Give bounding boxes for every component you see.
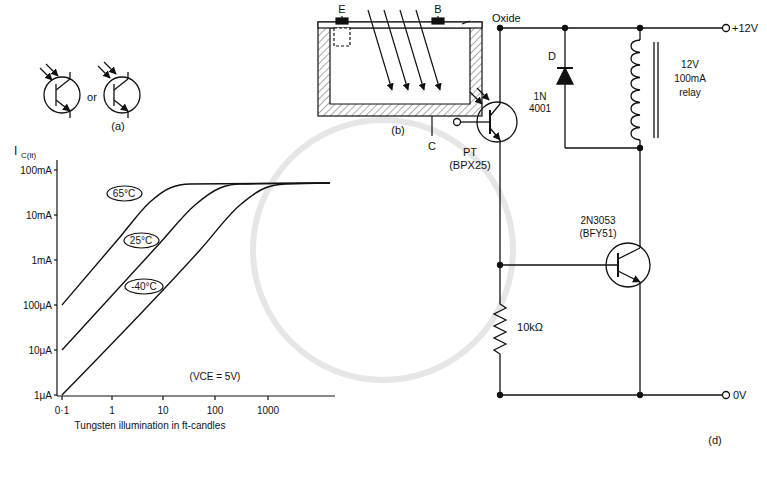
temperature-tag: 25°C [123, 232, 160, 249]
terminal-name: C [428, 140, 436, 152]
tick-label: 100μA [23, 300, 52, 311]
figure-letter: (d) [708, 434, 721, 446]
oval-shape [124, 233, 159, 248]
temperature-text: -40°C [124, 278, 164, 292]
supply-label: +12V [732, 22, 758, 34]
temperature-tag: 65°C [106, 185, 143, 202]
relay-circuit [454, 25, 730, 399]
tick-label: 10mA [26, 210, 52, 221]
response-curve [62, 183, 330, 395]
or-text: or [87, 91, 97, 103]
figure-letter: (a) [111, 120, 124, 132]
tick-label: 100mA [20, 165, 52, 176]
figure-letter: (b) [391, 124, 404, 136]
device-structure [318, 10, 482, 136]
axis-title: I [14, 145, 17, 158]
component-name: D [548, 50, 556, 62]
tick-label: 10 [157, 405, 168, 416]
condition-note: (VCE = 5V) [190, 371, 241, 382]
watermark-seal [253, 120, 513, 380]
graph-axes [54, 160, 335, 400]
tick-label: 0·1 [55, 405, 69, 416]
axis-title: Tungsten illumination in ft-candles [75, 420, 226, 431]
oval-shape [107, 186, 142, 201]
part-number: (BPX25) [449, 159, 491, 171]
resistor-value: 10kΩ [517, 321, 543, 333]
part-number: 2N3053 [580, 215, 615, 226]
oval-shape [125, 279, 163, 294]
phototransistor-symbols [40, 62, 140, 118]
layer-name: Oxide [492, 12, 521, 24]
relay-rating: 100mA [674, 73, 706, 84]
tick-label: 1000 [257, 405, 279, 416]
tick-label: 1μA [34, 390, 52, 401]
terminal-name: E [338, 3, 345, 15]
terminal-name: B [434, 3, 441, 15]
temperature-text: 65°C [106, 185, 143, 199]
tick-label: 10μA [28, 345, 52, 356]
axis-subscript: C(lt) [21, 152, 36, 161]
response-curve [62, 183, 330, 350]
graph-curves [62, 183, 330, 395]
component-name: PT [463, 146, 477, 158]
response-curve [62, 183, 330, 305]
temperature-tag: -40°C [124, 278, 164, 295]
supply-label: 0V [733, 389, 746, 401]
temperature-text: 25°C [123, 232, 160, 246]
tick-label: 100 [207, 405, 224, 416]
relay-rating: relay [679, 87, 701, 98]
tick-label: 1 [109, 405, 115, 416]
part-number: 1N [534, 91, 547, 102]
tick-label: 1mA [31, 255, 52, 266]
part-number: (BFY51) [579, 228, 616, 239]
relay-rating: 12V [681, 59, 699, 70]
part-number: 4001 [529, 103, 551, 114]
